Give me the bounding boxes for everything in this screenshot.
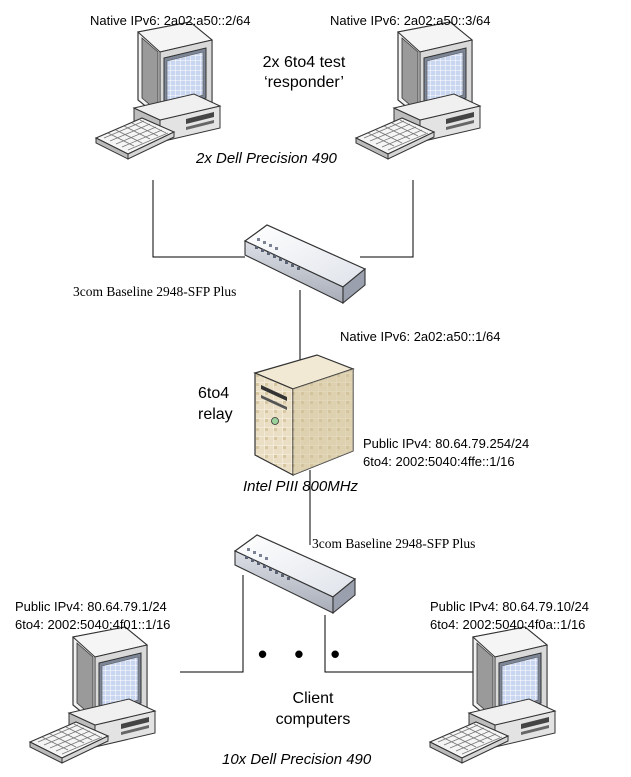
server-tower-icon <box>253 354 355 476</box>
more-clients-ellipsis: • • • <box>258 639 350 669</box>
relay-model: Intel PIII 800MHz <box>243 478 359 495</box>
left-client-6to4: 6to4: 2002:5040:4f01::1/16 <box>15 617 171 632</box>
relay-role-line2: relay <box>198 406 233 423</box>
network-switch-icon <box>244 224 366 304</box>
relay-6to4-address: 6to4: 2002:5040:4ffe::1/16 <box>363 454 515 469</box>
connection-lines <box>152 180 478 673</box>
responder-role-line1: 2x 6to4 test <box>262 54 346 71</box>
bottom-switch-label: 3com Baseline 2948-SFP Plus <box>312 536 476 551</box>
link-right-responder <box>360 180 414 258</box>
right-client-public-ipv4: Public IPv4: 80.64.79.10/24 <box>430 599 590 614</box>
relay-native-ipv6: Native IPv6: 2a02:a50::1/64 <box>340 329 501 344</box>
relay-role-line1: 6to4 <box>198 385 230 402</box>
top-switch-label: 3com Baseline 2948-SFP Plus <box>73 284 237 299</box>
right-responder-ipv6: Native IPv6: 2a02:a50::3/64 <box>330 13 491 28</box>
link-left-client <box>180 575 244 673</box>
responder-role-line2: ‘responder’ <box>264 74 344 91</box>
clients-role-line2: computers <box>275 711 351 728</box>
left-responder-ipv6: Native IPv6: 2a02:a50::2/64 <box>90 13 251 28</box>
link-right-client <box>324 615 478 673</box>
clients-model: 10x Dell Precision 490 <box>222 751 372 768</box>
relay-public-ipv4: Public IPv4: 80.64.79.254/24 <box>363 436 530 451</box>
right-client-6to4: 6to4: 2002:5040:4f0a::1/16 <box>430 617 586 632</box>
clients-role-line1: Client <box>292 690 334 707</box>
responder-model: 2x Dell Precision 490 <box>196 150 337 167</box>
left-client-public-ipv4: Public IPv4: 80.64.79.1/24 <box>15 599 167 614</box>
link-left-responder <box>152 180 245 258</box>
